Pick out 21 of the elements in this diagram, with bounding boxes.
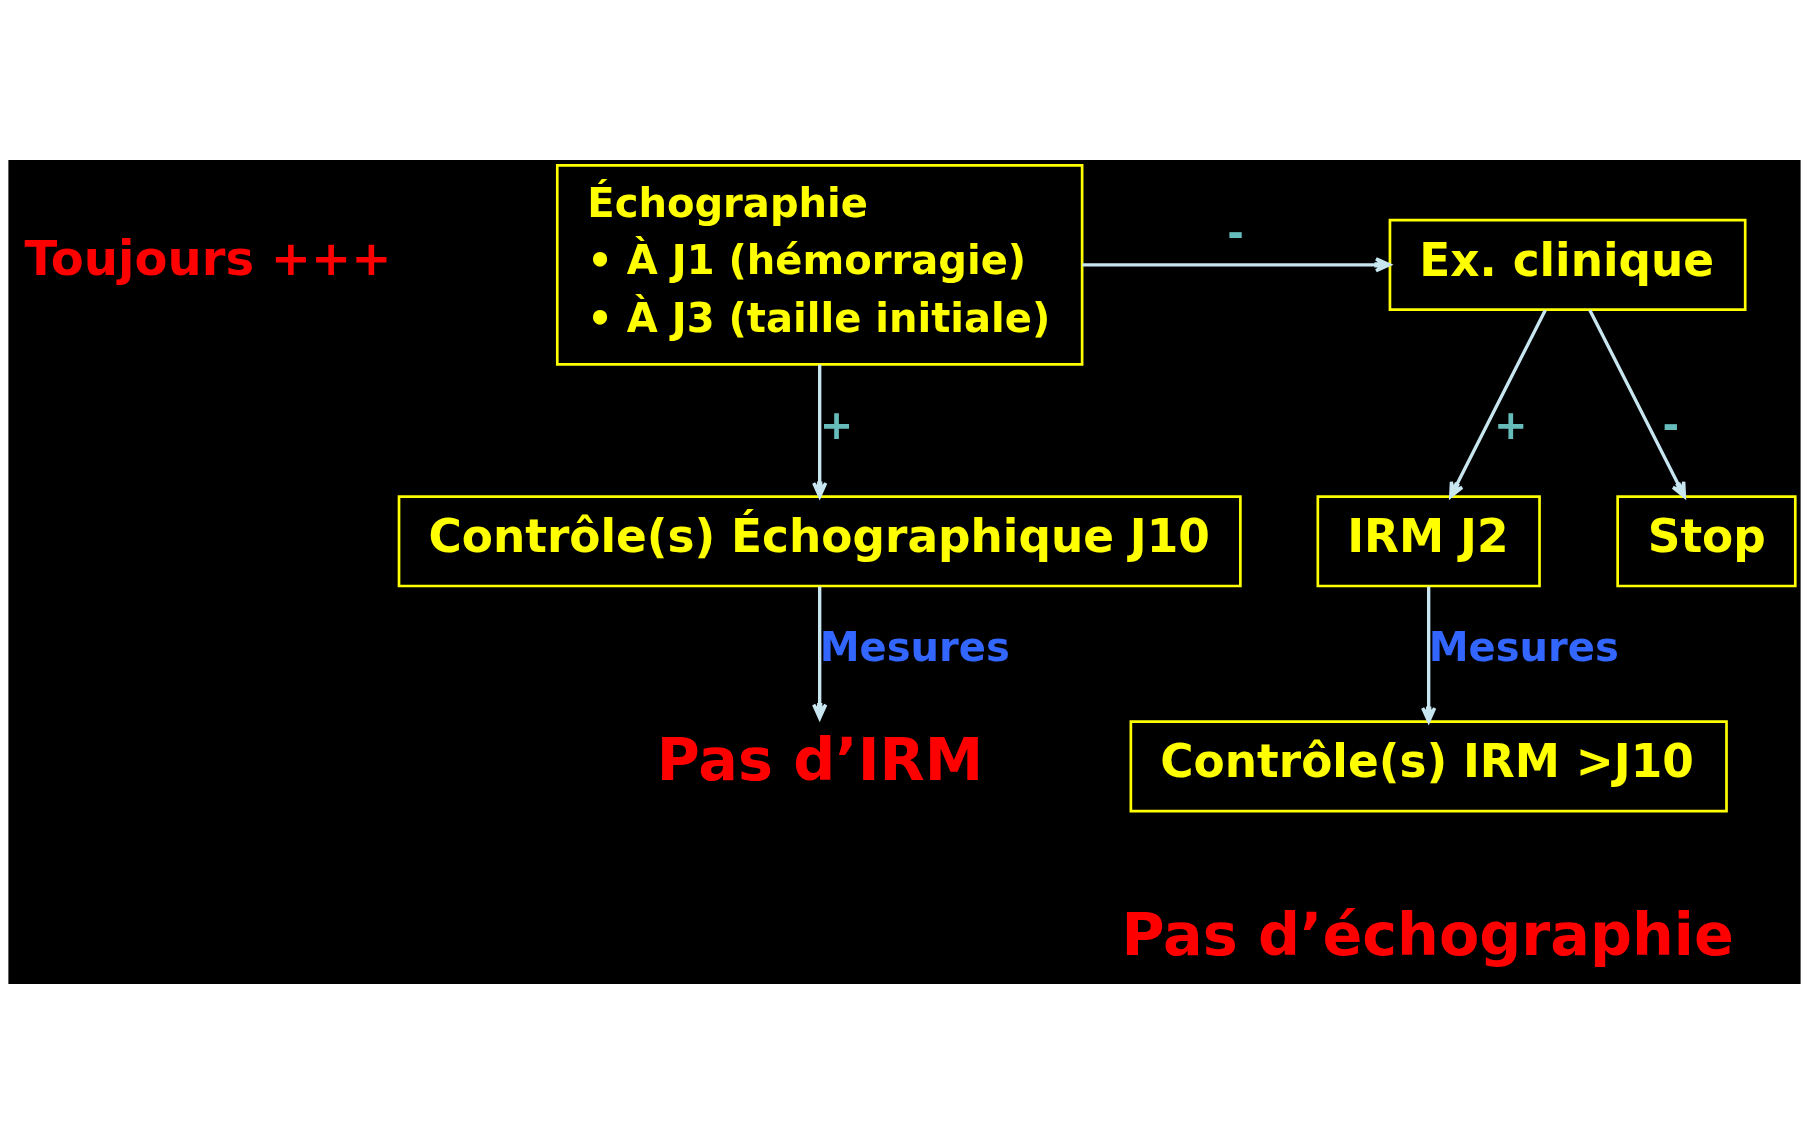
node-text: Pas d’IRM [656, 724, 984, 794]
node-box: Contrôle(s) IRM >J10 [1129, 720, 1728, 813]
node-box: Stop [1616, 495, 1797, 588]
edge-label: + [1494, 402, 1528, 449]
arrow [1421, 586, 1437, 724]
label: Pas d’échographie [1121, 899, 1734, 969]
edge-label: Mesures [819, 623, 1010, 670]
arrow [812, 364, 828, 499]
edge-label: - [1662, 402, 1680, 449]
node-box: IRM J2 [1316, 495, 1541, 588]
arrow [812, 586, 828, 720]
arrow [1588, 309, 1687, 499]
node-box: Échographie • À J1 (hémorragie) • À J3 (taille initiale) [555, 164, 1084, 366]
edge-label: - [1227, 210, 1244, 257]
node-label: Toujours +++ [24, 230, 392, 287]
node-box: Contrôle(s) Échographique J10 [397, 495, 1242, 588]
edge-label: Mesures [1428, 623, 1619, 670]
arrow [1082, 257, 1392, 273]
arrow [1449, 309, 1547, 499]
node-box: Ex. clinique [1388, 218, 1747, 311]
edge-label: + [819, 402, 854, 449]
